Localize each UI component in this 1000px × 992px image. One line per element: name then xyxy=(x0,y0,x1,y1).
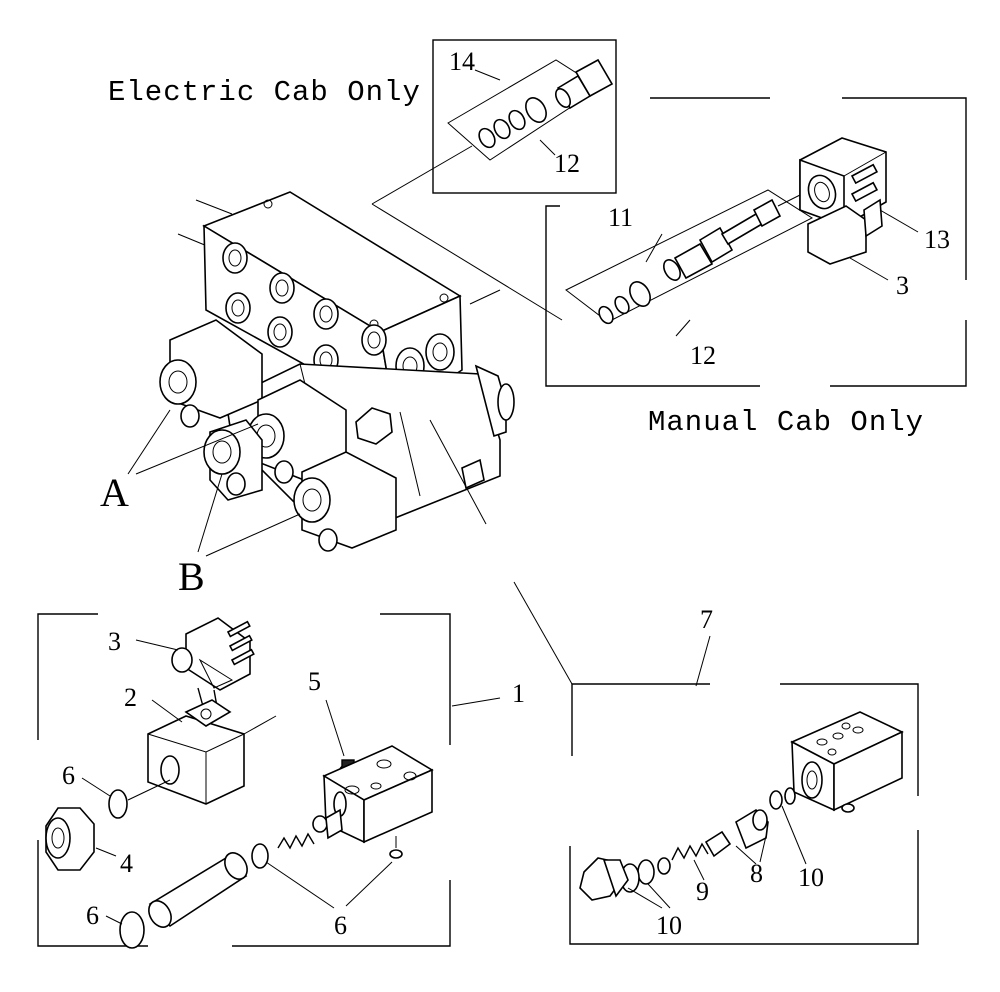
main-valve-assembly xyxy=(127,191,515,557)
group-1: 3 2 5 1 6 4 6 6 xyxy=(37,613,525,949)
sleeve-8 xyxy=(704,808,769,858)
callout-10a: 10 xyxy=(798,863,824,892)
manual-o-ring-a xyxy=(598,305,614,325)
o-ring-6b xyxy=(251,843,269,869)
o-ring-6a xyxy=(108,789,128,819)
callout-1: 1 xyxy=(512,679,525,708)
manifold-ports xyxy=(222,242,455,402)
callout-9: 9 xyxy=(696,877,709,906)
nut-4 xyxy=(45,807,95,871)
manual-plane xyxy=(565,189,814,323)
electric-plug xyxy=(554,58,614,110)
callout-6a: 6 xyxy=(62,761,75,790)
solenoid-a-upper xyxy=(159,319,263,428)
solenoid-b-lower xyxy=(293,451,397,552)
g7-frame-tl xyxy=(571,683,710,756)
callout-12-top: 12 xyxy=(554,149,580,178)
backup-ring xyxy=(525,97,547,123)
spring-piston xyxy=(277,808,343,850)
electric-cab-only-label: Electric Cab Only xyxy=(108,76,421,109)
manual-o-ring-b xyxy=(614,295,630,315)
callout-10b: 10 xyxy=(656,911,682,940)
callout-7: 7 xyxy=(700,605,713,634)
g7-frame-b xyxy=(569,830,919,945)
callout-8: 8 xyxy=(750,859,763,888)
coil-2 xyxy=(147,699,277,805)
manual-solenoid xyxy=(799,137,887,265)
manual-cab-group: 11 13 3 12 xyxy=(545,97,967,387)
o-ring-a xyxy=(478,127,496,149)
callout-13: 13 xyxy=(924,225,950,254)
solenoid-b-upper xyxy=(203,419,263,501)
valve-block-7 xyxy=(790,711,904,812)
manual-backup-ring xyxy=(629,281,651,307)
callout-2: 2 xyxy=(124,683,137,712)
manual-frame-bottom-right xyxy=(830,320,967,387)
spring-9 xyxy=(671,842,709,861)
callout-12-right: 12 xyxy=(690,341,716,370)
tube xyxy=(148,852,248,928)
callout-11: 11 xyxy=(608,203,633,232)
o-ring-b xyxy=(493,118,511,140)
o-ring-6c xyxy=(119,911,145,949)
manual-valve xyxy=(663,191,807,281)
callout-3-left: 3 xyxy=(108,627,121,656)
group-7: 7 8 9 10 10 xyxy=(569,605,919,945)
g1-frame-br xyxy=(232,880,451,947)
g1-frame-bl xyxy=(37,840,148,947)
label-A: A xyxy=(100,470,129,515)
leader-to-manual xyxy=(371,203,563,321)
callout-4: 4 xyxy=(120,849,133,878)
callout-6c: 6 xyxy=(334,911,347,940)
manual-cab-only-label: Manual Cab Only xyxy=(648,406,924,439)
callout-6b: 6 xyxy=(86,901,99,930)
g7-frame-tr xyxy=(780,683,919,796)
label-B: B xyxy=(178,554,205,599)
leader-to-group-7 xyxy=(513,581,573,685)
g1-frame-tr xyxy=(380,613,451,745)
g1-frame-tl xyxy=(37,613,98,740)
callout-5: 5 xyxy=(308,667,321,696)
manual-frame-left xyxy=(545,205,760,387)
o-ring-c xyxy=(508,109,526,131)
connector-3 xyxy=(171,617,255,713)
manual-frame-top-right xyxy=(842,97,967,280)
electric-cab-group: 14 12 xyxy=(371,39,617,205)
electric-cab-frame xyxy=(432,39,617,194)
callout-3-right: 3 xyxy=(896,271,909,300)
plug-7 xyxy=(579,857,629,901)
callout-14: 14 xyxy=(449,47,475,76)
hex-nut xyxy=(355,407,393,445)
